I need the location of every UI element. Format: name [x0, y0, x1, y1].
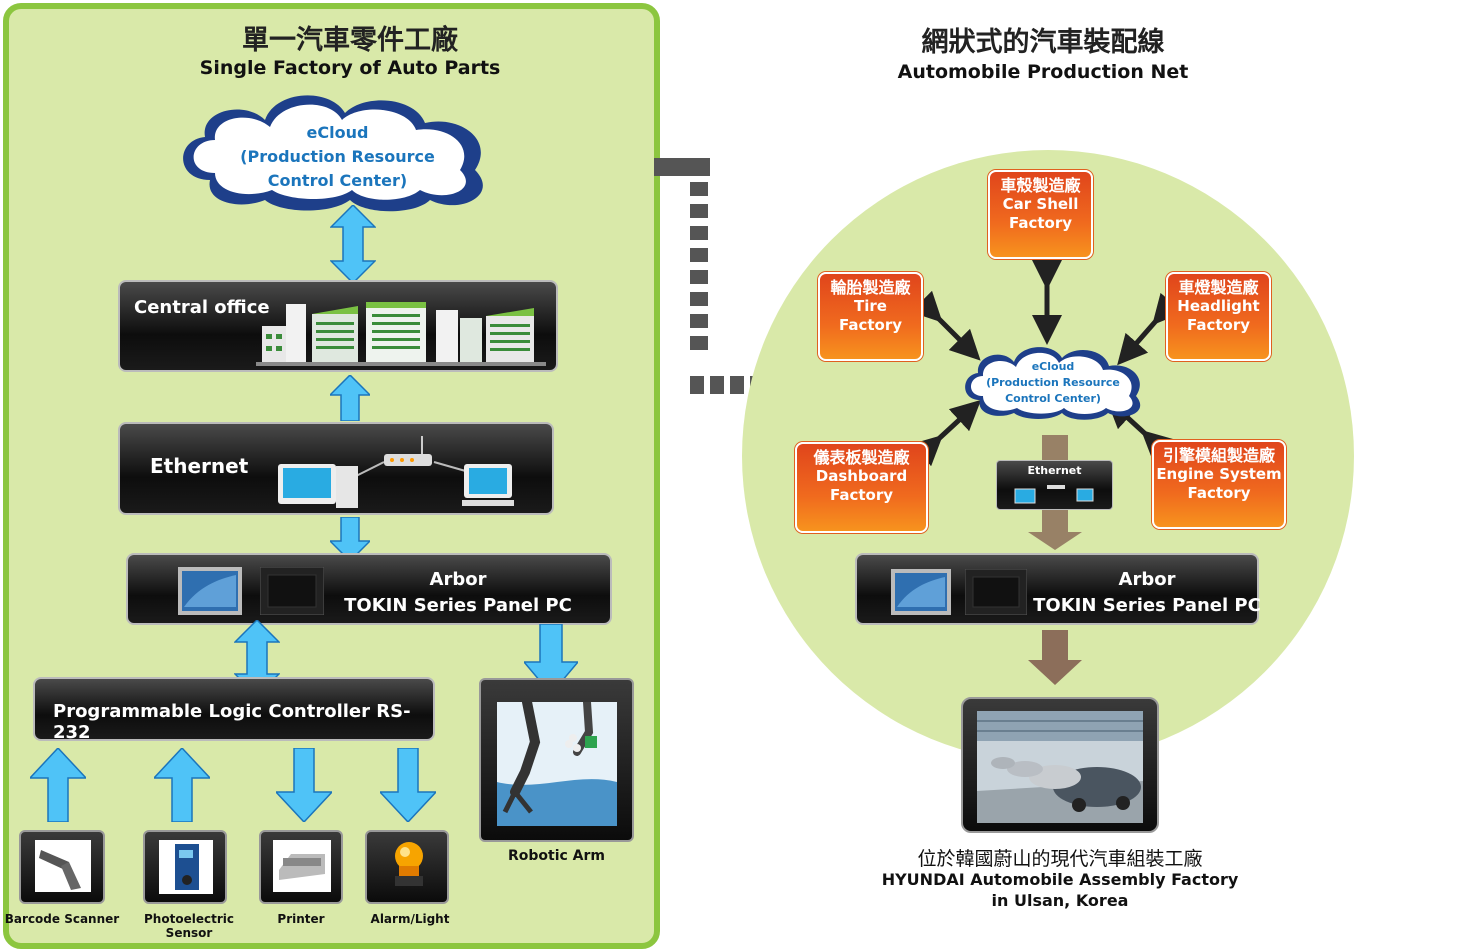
alarm-light-label: Alarm/Light	[370, 912, 450, 926]
alarm-light-box	[365, 830, 449, 904]
dashboard-factory-box: 儀表板製造廠 Dashboard Factory	[795, 442, 928, 533]
factory-caption-en1: HYUNDAI Automobile Assembly Factory	[881, 870, 1239, 889]
robotic-arm-box	[479, 678, 634, 842]
photoelectric-sensor-label: Photoelectric Sensor	[144, 912, 234, 940]
tire-en2: Factory	[838, 316, 903, 334]
office-buildings-icon	[256, 302, 546, 366]
car-shell-factory-box: 車殼製造廠 Car Shell Factory	[988, 170, 1093, 259]
ethernet-box: Ethernet	[118, 422, 554, 515]
ethernet-office-arrow-icon	[330, 375, 370, 421]
barcode-scanner-box	[19, 830, 105, 904]
robotic-arm-label: Robotic Arm	[507, 848, 606, 864]
headlight-zh: 車燈製造廠	[1178, 278, 1259, 297]
central-office-label: Central office	[134, 297, 270, 318]
right-arbor-line2: TOKIN Series Panel PC	[1033, 595, 1261, 616]
small-ethernet-label: Ethernet	[1027, 464, 1082, 477]
arbor-line1: Arbor	[429, 569, 487, 590]
dashboard-en1: Dashboard	[815, 467, 908, 485]
right-cloud-label: eCloud (Production Resource Control Cent…	[958, 359, 1148, 407]
headlight-factory-box: 車燈製造廠 Headlight Factory	[1166, 272, 1271, 361]
arbor-line2: TOKIN Series Panel PC	[344, 595, 572, 616]
right-cloud-line3: Control Center)	[1005, 392, 1101, 405]
factory-caption-zh: 位於韓國蔚山的現代汽車組裝工廠	[917, 848, 1203, 870]
sensor-up-arrow-icon	[154, 748, 210, 822]
small-network-icon	[1014, 485, 1094, 504]
arbor-panel-pc-box: Arbor TOKIN Series Panel PC	[126, 553, 612, 625]
barcode-scanner-label: Barcode Scanner	[4, 912, 120, 926]
engine-zh: 引擎模組製造廠	[1162, 446, 1275, 465]
assembly-factory-photo-box	[961, 697, 1159, 833]
photoelectric-sensor-icon	[159, 840, 213, 894]
small-ethernet-box: Ethernet	[996, 460, 1113, 510]
headlight-en1: Headlight	[1177, 297, 1260, 315]
factory-caption-en2: in Ulsan, Korea	[991, 891, 1129, 910]
ecloud-small-icon	[965, 347, 1141, 420]
barcode-scanner-icon	[35, 840, 91, 892]
printer-icon	[273, 840, 331, 892]
right-arbor-label: Arbor TOKIN Series Panel PC	[1027, 567, 1267, 619]
left-cloud-line1: eCloud	[306, 123, 369, 142]
central-office-box: Central office	[118, 280, 558, 372]
assembly-line-photo-icon	[977, 711, 1143, 823]
photoelectric-sensor-box	[143, 830, 227, 904]
right-panel-pc-front-icon	[891, 569, 951, 615]
dashboard-en2: Factory	[829, 486, 894, 504]
right-arbor-panel-pc-box: Arbor TOKIN Series Panel PC	[855, 553, 1261, 625]
car-shell-en2: Factory	[1008, 214, 1073, 232]
left-title-zh: 單一汽車零件工廠	[242, 25, 458, 56]
right-cloud-line1: eCloud	[1031, 360, 1075, 373]
panel-pc-back-icon	[260, 567, 324, 615]
car-shell-zh: 車殼製造廠	[1000, 176, 1081, 195]
panel-pc-front-icon	[178, 567, 242, 615]
left-cloud-label: eCloud (Production Resource Control Cent…	[170, 121, 505, 193]
printer-down-arrow-icon	[276, 748, 332, 822]
dashboard-zh: 儀表板製造廠	[813, 448, 910, 467]
left-title-en: Single Factory of Auto Parts	[199, 57, 501, 79]
plc-box: Programmable Logic Controller RS-232	[33, 677, 435, 743]
plc-label: Programmable Logic Controller RS-232	[53, 701, 411, 743]
printer-box	[259, 830, 343, 904]
left-cloud-line2: (Production Resource	[240, 147, 435, 166]
cloud-office-arrow-icon	[330, 205, 376, 283]
robotic-arm-icon	[497, 702, 617, 826]
ethernet-arbor-arrow-icon	[330, 517, 370, 561]
alarm-light-icon	[395, 842, 423, 886]
alarm-down-arrow-icon	[380, 748, 436, 822]
car-shell-en1: Car Shell	[1002, 195, 1079, 213]
engine-en1: Engine System	[1156, 465, 1282, 483]
right-title-zh: 網狀式的汽車裝配線	[921, 27, 1165, 58]
tire-factory-box: 輪胎製造廠 Tire Factory	[818, 272, 923, 361]
arbor-label: Arbor TOKIN Series Panel PC	[328, 567, 588, 619]
barcode-up-arrow-icon	[30, 748, 86, 822]
network-computers-icon	[278, 436, 514, 508]
engine-system-factory-box: 引擎模組製造廠 Engine System Factory	[1152, 440, 1286, 529]
right-arbor-line1: Arbor	[1118, 569, 1176, 590]
ethernet-label: Ethernet	[150, 454, 249, 478]
ecloud-icon	[183, 95, 483, 212]
engine-en2: Factory	[1187, 484, 1251, 502]
right-cloud-line2: (Production Resource	[986, 376, 1120, 389]
printer-label: Printer	[277, 912, 325, 926]
left-cloud-line3: Control Center)	[267, 171, 408, 190]
right-panel-pc-back-icon	[965, 569, 1027, 615]
tire-en1: Tire	[854, 297, 887, 315]
right-title-en: Automobile Production Net	[897, 61, 1189, 83]
headlight-en2: Factory	[1186, 316, 1251, 334]
tire-zh: 輪胎製造廠	[830, 278, 911, 297]
